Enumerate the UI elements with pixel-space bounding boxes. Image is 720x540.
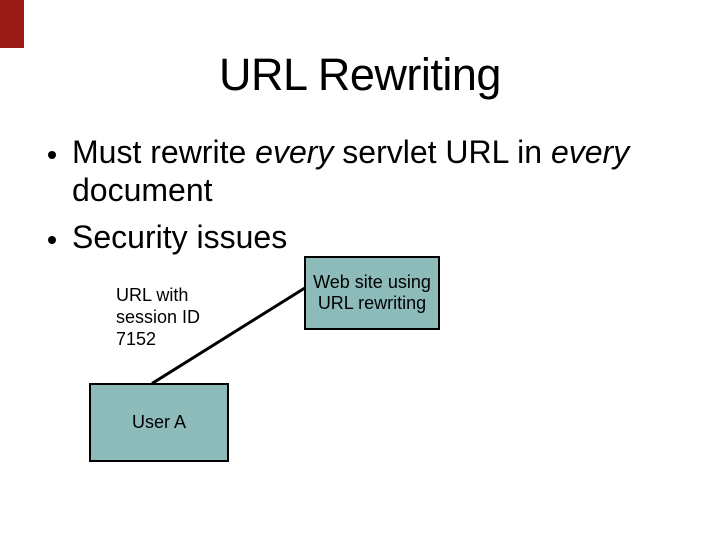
web-site-box: Web site using URL rewriting xyxy=(304,256,440,330)
url-session-label: URL with session ID 7152 xyxy=(116,284,200,350)
bullet-text-segment: servlet URL in xyxy=(333,134,551,170)
corner-marker xyxy=(0,0,24,48)
slide-title: URL Rewriting xyxy=(219,49,501,100)
web-site-box-label: Web site using xyxy=(313,272,431,292)
bullet-item: Must rewrite every servlet URL in every … xyxy=(44,133,666,209)
bullet-text-segment: Security issues xyxy=(72,219,288,255)
url-session-label-line: URL with xyxy=(116,285,189,305)
bullet-dot xyxy=(48,151,56,159)
url-session-label-line: 7152 xyxy=(116,329,157,349)
bullet-text-segment: Must rewrite xyxy=(72,134,256,170)
bullet-item: Security issues xyxy=(44,218,666,256)
user-a-box: User A xyxy=(89,383,229,462)
bullet-text-italic: every xyxy=(255,134,334,170)
user-a-box-label: User A xyxy=(131,412,187,432)
bullet-dot xyxy=(48,236,56,244)
bullet-list: Must rewrite every servlet URL in every … xyxy=(44,133,666,265)
bullet-text-italic: every xyxy=(550,134,630,170)
url-session-label-line: session ID xyxy=(116,307,201,327)
bullet-text-segment: document xyxy=(72,172,213,208)
web-site-box-label: URL rewriting xyxy=(317,293,427,313)
